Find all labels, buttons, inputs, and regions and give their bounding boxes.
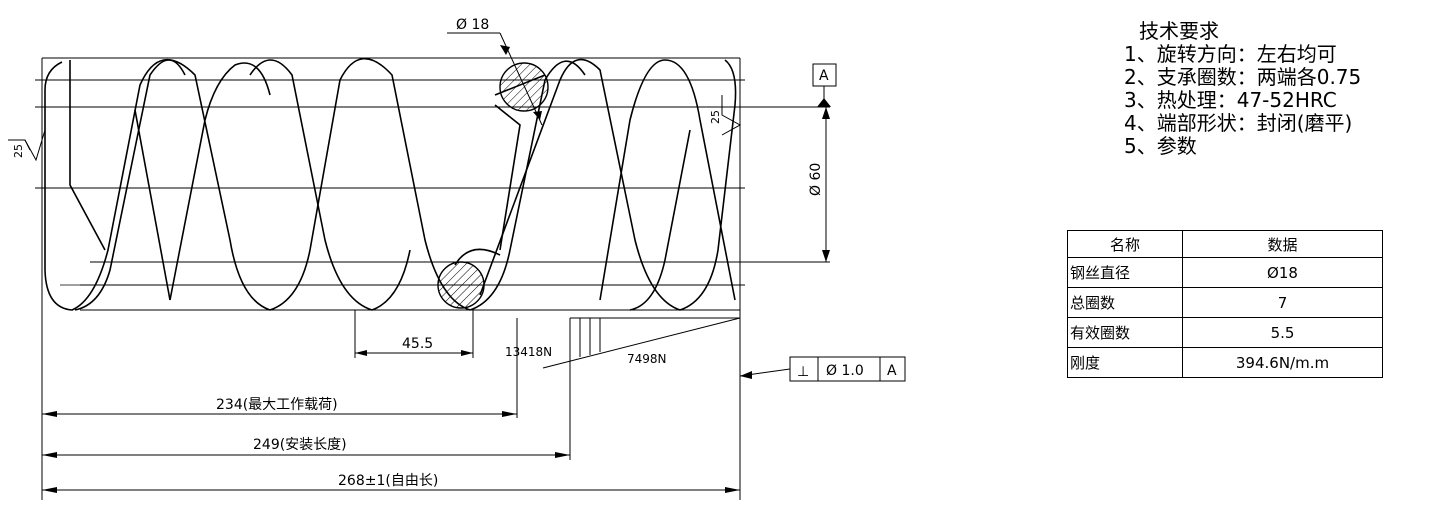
free-length: 268±1(自由长) bbox=[338, 473, 438, 489]
table-row: 钢丝直径 Ø18 bbox=[1067, 257, 1383, 288]
tech-requirements: 技术要求 1、旋转方向：左右均可 2、支承圈数：两端各0.75 3、热处理：47… bbox=[1124, 20, 1361, 158]
table-row: 有效圈数 5.5 bbox=[1067, 317, 1383, 348]
param-value: 5.5 bbox=[1182, 317, 1383, 348]
tech-item: 1、旋转方向：左右均可 bbox=[1124, 42, 1337, 66]
param-table: 名称 数据 钢丝直径 Ø18 总圈数 7 有效圈数 5.5 刚度 394.6N/… bbox=[1067, 230, 1383, 378]
tolerance-zone: Ø 1.0 bbox=[826, 363, 864, 379]
spring-coils bbox=[44, 57, 737, 311]
length-dimensions: 234(最大工作载荷) 249(安装长度) 268±1(自由长) bbox=[42, 397, 740, 493]
roughness-right-value: 25 bbox=[709, 110, 722, 124]
param-name: 总圈数 bbox=[1067, 287, 1183, 318]
wire-section-bottom bbox=[437, 261, 485, 309]
roughness-left: 25 bbox=[8, 129, 46, 162]
wire-dia-annotation: Ø 18 bbox=[447, 17, 543, 126]
tolerance-symbol: ⊥ bbox=[797, 364, 809, 380]
table-row: 刚度 394.6N/m.m bbox=[1067, 347, 1383, 378]
roughness-right: 25 bbox=[709, 95, 742, 136]
tolerance-datum: A bbox=[887, 363, 897, 379]
tolerance-frame: ⊥ Ø 1.0 A bbox=[739, 356, 906, 382]
wire-section-top bbox=[499, 62, 549, 112]
pitch-label: 45.5 bbox=[402, 336, 433, 352]
param-name: 有效圈数 bbox=[1067, 317, 1183, 348]
header-value: 数据 bbox=[1182, 230, 1383, 258]
force-install-label: 7498N bbox=[627, 352, 667, 366]
tech-item: 2、支承圈数：两端各0.75 bbox=[1124, 65, 1362, 89]
roughness-left-value: 25 bbox=[12, 144, 25, 158]
param-name: 钢丝直径 bbox=[1067, 257, 1183, 288]
header-name: 名称 bbox=[1067, 230, 1183, 258]
load-diagram: 13418N 7498N bbox=[505, 317, 741, 460]
pitch-dimension: 45.5 bbox=[354, 310, 474, 358]
tech-title: 技术要求 bbox=[1139, 19, 1219, 43]
tech-item: 5、参数 bbox=[1124, 134, 1197, 158]
param-value: Ø18 bbox=[1182, 257, 1383, 288]
wire-dia-label: Ø 18 bbox=[456, 17, 489, 33]
tech-item: 4、端部形状：封闭(磨平) bbox=[1124, 111, 1353, 135]
tech-item: 3、热处理：47-52HRC bbox=[1124, 88, 1337, 112]
datum-a: A bbox=[812, 63, 837, 107]
param-value: 7 bbox=[1182, 287, 1383, 318]
datum-a-label: A bbox=[819, 68, 829, 84]
param-value: 394.6N/m.m bbox=[1182, 347, 1383, 378]
max-load-length: 234(最大工作载荷) bbox=[216, 397, 338, 413]
outer-dia-dimension: Ø 60 bbox=[808, 107, 830, 262]
table-row: 总圈数 7 bbox=[1067, 287, 1383, 318]
param-table-header: 名称 数据 bbox=[1067, 230, 1383, 258]
force-max-label: 13418N bbox=[505, 345, 552, 359]
install-length: 249(安装长度) bbox=[253, 437, 347, 453]
outer-dia-label: Ø 60 bbox=[808, 163, 824, 196]
param-name: 刚度 bbox=[1067, 347, 1183, 378]
